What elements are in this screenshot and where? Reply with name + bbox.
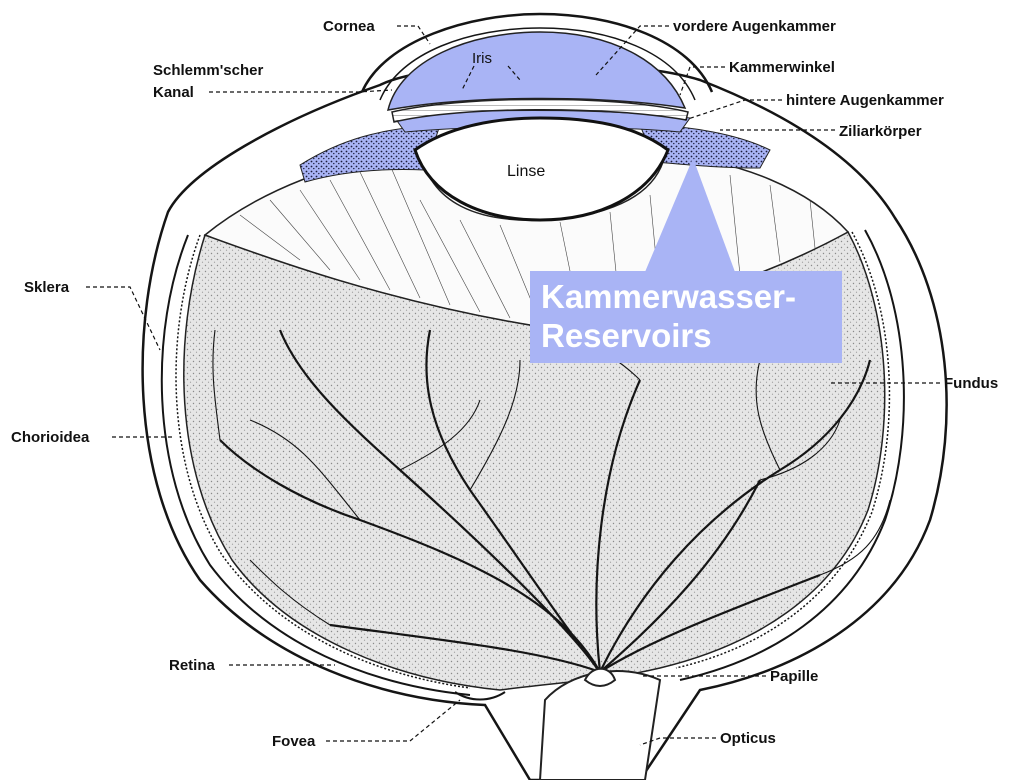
label-kammerwinkel: Kammerwinkel [729,59,835,76]
label-fundus: Fundus [944,375,998,392]
label-vordere-augenkammer: vordere Augenkammer [673,18,836,35]
callout-line2: Reservoirs [541,317,712,354]
label-ziliarkoerper: Ziliarkörper [839,123,922,140]
label-hintere-augenkammer: hintere Augenkammer [786,92,944,109]
label-schlemm-1: Schlemm'scher [153,62,263,79]
label-fovea: Fovea [272,733,316,750]
label-retina: Retina [169,657,216,674]
label-papille: Papille [770,668,818,685]
vordere-augenkammer-area [388,32,685,110]
label-sklera: Sklera [24,279,70,296]
fovea-dip [455,692,505,700]
label-iris: Iris [472,50,492,67]
label-linse: Linse [507,163,545,180]
callout-line1: Kammerwasser- [541,278,796,315]
label-cornea: Cornea [323,18,375,35]
label-opticus: Opticus [720,730,776,747]
opticus-shape [540,671,660,780]
label-schlemm-2: Kanal [153,84,194,101]
label-chorioidea: Chorioidea [11,429,90,446]
